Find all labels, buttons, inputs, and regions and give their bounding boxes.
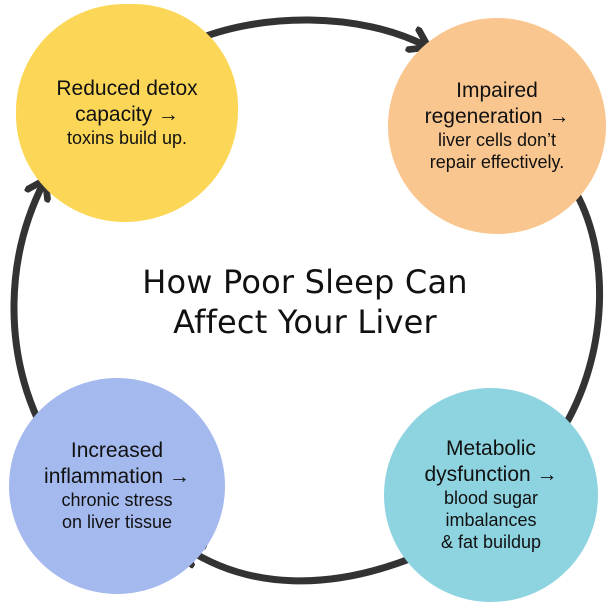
node-heading: capacity →: [75, 103, 179, 127]
arrow-metabolic-to-inflammation: [186, 548, 416, 585]
node-detail: repair effectively.: [429, 151, 565, 172]
node-metabolic-dysfunction: Metabolic dysfunction → blood sugar imba…: [384, 388, 598, 602]
node-detail: toxins build up.: [66, 127, 188, 148]
node-heading: Metabolic: [446, 437, 536, 461]
node-detail: & fat buildup: [440, 531, 542, 552]
node-detail: liver cells don’t: [437, 129, 557, 150]
title-line-1: How Poor Sleep Can: [142, 263, 468, 301]
node-heading: inflammation →: [44, 465, 190, 489]
arrow-detox-to-regeneration: [187, 16, 426, 46]
node-heading: Reduced detox: [56, 77, 198, 101]
title-line-2: Affect Your Liver: [173, 303, 437, 342]
node-heading: Impaired: [456, 79, 538, 103]
node-increased-inflammation: Increased inflammation → chronic stress …: [9, 378, 225, 594]
arrow-regeneration-to-metabolic: [556, 182, 604, 440]
node-impaired-regeneration: Impaired regeneration → liver cells don’…: [388, 18, 606, 234]
node-detail: imbalances: [445, 509, 537, 530]
arrow-inflammation-to-detox: [10, 182, 44, 424]
node-detail: blood sugar: [443, 487, 539, 508]
node-detail: chronic stress: [61, 489, 173, 510]
node-detail: on liver tissue: [61, 511, 173, 532]
node-reduced-detox: Reduced detox capacity → toxins build up…: [16, 4, 238, 222]
node-heading: Increased: [70, 439, 164, 463]
node-heading: regeneration →: [424, 105, 570, 129]
node-heading: dysfunction →: [424, 463, 558, 487]
diagram-title: How Poor Sleep Can Affect Your Liver: [0, 262, 610, 343]
